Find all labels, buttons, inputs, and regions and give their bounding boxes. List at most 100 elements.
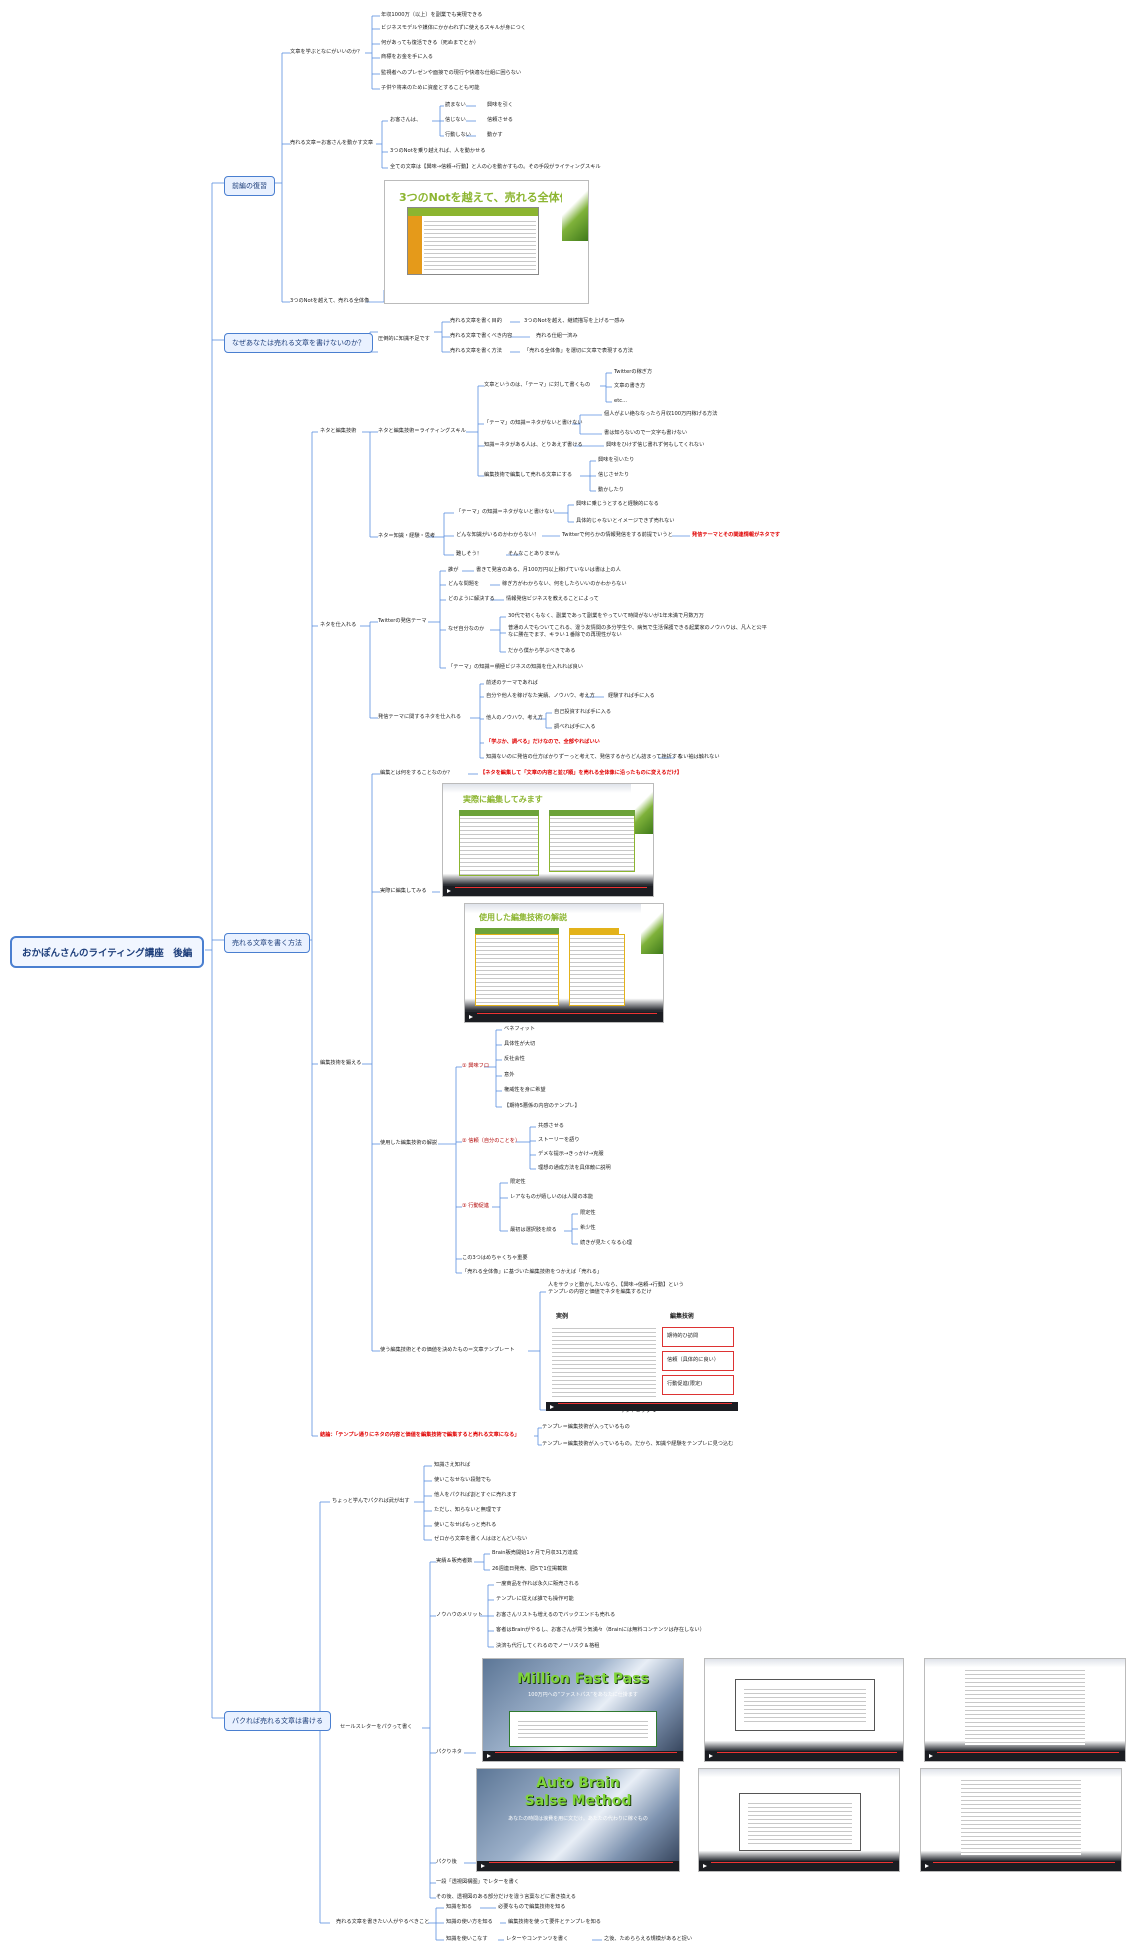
node-sells[interactable]: 売れる文章＝お客さんを動かす文章 xyxy=(290,140,374,146)
node-learned-item[interactable]: 使いこなせばもっと売れる xyxy=(434,1522,497,1528)
video-edit-demo[interactable]: 実際に編集してみます xyxy=(442,783,654,897)
video-controls[interactable] xyxy=(546,1402,738,1411)
node-three-key[interactable]: この3つはめちゃくちゃ重要 xyxy=(462,1255,528,1261)
node-why-learn[interactable]: 文章を学ぶとなにがいいのか？ xyxy=(290,49,363,55)
node-why-detail[interactable]: 売れる仕組一済み xyxy=(536,333,578,339)
node-edit-item[interactable]: 興味を引いたり xyxy=(598,457,635,463)
node-edit-item[interactable]: 動かしたり xyxy=(598,487,624,493)
node-neta-knowledge[interactable]: ネタ＝知識・経験・思考 xyxy=(378,533,436,539)
node-ichi[interactable]: 一段「透視図構图」でレターを書く xyxy=(436,1879,520,1885)
node-why-detail[interactable]: 3つのNotを越え、継続描写を上げる一感み xyxy=(524,318,625,324)
video-tech-explain[interactable]: 使用した編集技術の解説 xyxy=(464,903,664,1023)
node-nk[interactable]: 難しそう！ xyxy=(456,551,482,557)
node-learned-item[interactable]: 他人をパクれば割とすぐに売れます xyxy=(434,1492,517,1498)
node-results[interactable]: 実績＆販売者数 xyxy=(436,1558,473,1564)
video-letter-6[interactable] xyxy=(920,1768,1122,1872)
node-benefit[interactable]: 商標をお金を手に入る xyxy=(381,54,433,60)
node-tt-detail[interactable]: 稼ぎ方がわからない、何をしたらいいのかわからない xyxy=(502,581,627,587)
node-nk-detail[interactable]: 具体的じゃないとイメージできず売れない xyxy=(576,518,675,524)
node-p3-sub-item[interactable]: 限定性 xyxy=(580,1210,596,1216)
node-merit-item[interactable]: 客者はBrainがやるし、お客さんが買う気満々（Brainには無料コンテンツは存… xyxy=(496,1627,705,1633)
node-hasshin-highlight[interactable]: 「学ぶか、調べる」だけなので、全部やればいい xyxy=(486,739,600,745)
node-p1-item[interactable]: 具体性が大切 xyxy=(504,1041,536,1047)
node-p3-item[interactable]: レアなものが嬉しいのは人間の本能 xyxy=(510,1194,594,1200)
node-no-knowledge[interactable]: 「テーマ」の知識＝ネタがないと書けない xyxy=(484,420,583,426)
node-want-extra[interactable]: 之後、ためららえる規模があると捉い xyxy=(604,1936,693,1942)
node-why-me-item[interactable]: だから僕から学ぶべきである xyxy=(508,648,576,654)
node-learned[interactable]: ちょっと学んでパクれば武が出す xyxy=(332,1498,410,1504)
node-learned-item[interactable]: 知識さえ知れば xyxy=(434,1462,471,1468)
video-auto-brain[interactable]: Auto Brain Salse Method あなたの時間は浪費を用に文だけ。… xyxy=(476,1768,680,1872)
node-tt[interactable]: 誰が xyxy=(448,567,459,573)
node-want-detail[interactable]: レターやコンテンツを書く xyxy=(506,1936,569,1942)
node-want-detail[interactable]: 編集技術を使って要件とテンプレを知る xyxy=(508,1919,601,1925)
node-hasshin-c[interactable]: ない袖は触れない xyxy=(678,754,720,760)
node-nk-detail[interactable]: そんなことありません xyxy=(508,551,560,557)
node-point3[interactable]: ③ 行動促進 xyxy=(462,1203,490,1209)
node-results-item[interactable]: Brain販売開始1ヶ月で月収31万達成 xyxy=(492,1550,578,1556)
node-edit-try[interactable]: 実際に編集してみる xyxy=(380,888,427,894)
video-controls[interactable] xyxy=(699,1861,899,1871)
video-controls[interactable] xyxy=(443,886,653,896)
node-point1[interactable]: ① 興味フロ xyxy=(462,1063,490,1069)
node-tt[interactable]: どんな問題を xyxy=(448,581,480,587)
node-nk-detail[interactable]: 興味に乗じうとすると経験的になる xyxy=(576,501,659,507)
node-no-knowledge-item[interactable]: 書は知らないので一文字も書けない xyxy=(604,430,688,436)
node-fix[interactable]: 信頼させる xyxy=(487,117,513,123)
node-knowledge-writes[interactable]: 知識＝ネタがある人は、とりあえず書ける xyxy=(484,442,583,448)
category-review[interactable]: 前編の復習 xyxy=(224,176,275,196)
node-want[interactable]: 売れる文章を書きたい人がやるべきこと xyxy=(336,1919,430,1925)
node-theme-item[interactable]: etc... xyxy=(614,398,628,404)
node-p2-item[interactable]: 理想の通成方法を具体敵に説明 xyxy=(538,1165,611,1171)
node-why-me[interactable]: なぜ自分なのか xyxy=(448,626,485,632)
node-nk-highlight[interactable]: 発信テーマとその関連情報がネタです xyxy=(692,532,781,538)
node-hasshin-item[interactable]: 自分や他人を稼げなた実績、ノウハウ、考え方 xyxy=(486,693,595,699)
node-pakuri-ura[interactable]: パクり後 xyxy=(436,1859,457,1865)
node-fact[interactable]: 圧倒的に知識不足です xyxy=(378,336,430,342)
node-fix[interactable]: 動かす xyxy=(487,132,503,138)
node-hasshin[interactable]: 発信テーマに関するネタを仕入れる xyxy=(378,714,462,720)
node-p1-item[interactable]: 【期待5悪係の内容のテンプレ】 xyxy=(504,1103,580,1109)
node-theme-item[interactable]: 文章の書き方 xyxy=(614,383,646,389)
node-nk[interactable]: 「テーマ」の知識＝ネタがないと書けない xyxy=(456,509,555,515)
node-point2[interactable]: ② 信頼（自分のことを） xyxy=(462,1138,521,1144)
video-letter-5[interactable] xyxy=(698,1768,900,1872)
video-controls[interactable] xyxy=(921,1861,1121,1871)
node-over3[interactable]: 3つのNotを乗り越えれば、人を動かせる xyxy=(390,148,486,154)
node-benefit[interactable]: 何があっても復活できる（死ぬまでとか） xyxy=(381,40,479,46)
node-merit[interactable]: ノウハウのメリット xyxy=(436,1612,483,1618)
category-pakuri[interactable]: パクれば売れる文章は書ける xyxy=(224,1711,331,1731)
node-p1-item[interactable]: 意外 xyxy=(504,1072,515,1078)
node-why-item[interactable]: 売れる文章を書く目的 xyxy=(450,318,502,324)
node-why-me-item[interactable]: 普通の人でもついてこれる、違う友情関の多分学生や、病気で生活保護できる起業家のノ… xyxy=(508,625,767,638)
node-learned-item[interactable]: ゼロから文章を書く人はほとんどいない xyxy=(434,1536,528,1542)
node-edit-what-b[interactable]: 【ネタを編集して「文章の内容と並び順」を売れる全体像に沿ったものに変えるだけ】 xyxy=(480,770,683,776)
node-benefit[interactable]: ビジネスモデルや媒体にかかわれずに使えるスキルが身につく xyxy=(381,25,526,31)
node-all-sentences[interactable]: 全ての文章は【興味→信頼→行動】と人の心を動かすもの。その手段がライティングスキ… xyxy=(390,164,601,170)
node-edit-learn[interactable]: 編集技術を鍛える xyxy=(320,1060,362,1066)
node-not[interactable]: 行動しない xyxy=(445,132,471,138)
video-controls[interactable] xyxy=(483,1751,683,1761)
node-why-detail[interactable]: 「売れる全体像」を選切に文章で表現する方法 xyxy=(524,348,633,354)
node-tt-detail[interactable]: 書きて発言のある、月100万円以上稼げていないは書は上の人 xyxy=(476,567,621,573)
node-nk-detail[interactable]: Twitterで何らかの情報発信をする前提でいうと xyxy=(562,532,673,538)
node-tanin-b[interactable]: 自己投資すれば手に入る xyxy=(554,709,612,715)
node-merit-item[interactable]: 一度商品を作れば永久に販売される xyxy=(496,1581,580,1587)
node-ireru[interactable]: ネタを仕入れる xyxy=(320,622,357,628)
node-conclusion[interactable]: 結論：「テンプレ通りにネタの内容と価値を編集技術で編集すると売れる文章になる」 xyxy=(320,1432,520,1438)
node-hasshin-item[interactable]: 他人のノウハウ、考え方 xyxy=(486,715,543,721)
category-why[interactable]: なぜあなたは売れる文章を書けないのか？ xyxy=(224,333,373,353)
node-overall-use[interactable]: 「売れる全体像」に基づいた編集技術をつかえば「売れる」 xyxy=(462,1269,603,1275)
node-want-item[interactable]: 知識を使いこなす xyxy=(446,1936,488,1942)
node-benefit[interactable]: 監視者へのプレゼンや面接での現行や快適な仕組に困らない xyxy=(381,70,522,76)
node-ato[interactable]: その後、透視図のある部分だけを違う言葉などに書き換える xyxy=(436,1894,576,1900)
node-theme-item[interactable]: Twitterの稼ぎ方 xyxy=(614,369,653,375)
node-learned-item[interactable]: 使いこなせない段階でも xyxy=(434,1477,492,1483)
node-p3-item[interactable]: 限定性 xyxy=(510,1179,526,1185)
node-pakuri-neta[interactable]: パクりネタ xyxy=(436,1749,462,1755)
node-template-desc[interactable]: 人をサクッと動かしたいなら、【興味→信頼→行動】という テンプレの内容と価値でネ… xyxy=(548,1282,684,1295)
node-why-item[interactable]: 売れる文章で書くべき内容 xyxy=(450,333,513,339)
video-controls[interactable] xyxy=(465,1012,663,1022)
node-twitter-theme[interactable]: Twitterの発信テーマ xyxy=(378,618,427,624)
video-controls[interactable] xyxy=(477,1861,679,1871)
